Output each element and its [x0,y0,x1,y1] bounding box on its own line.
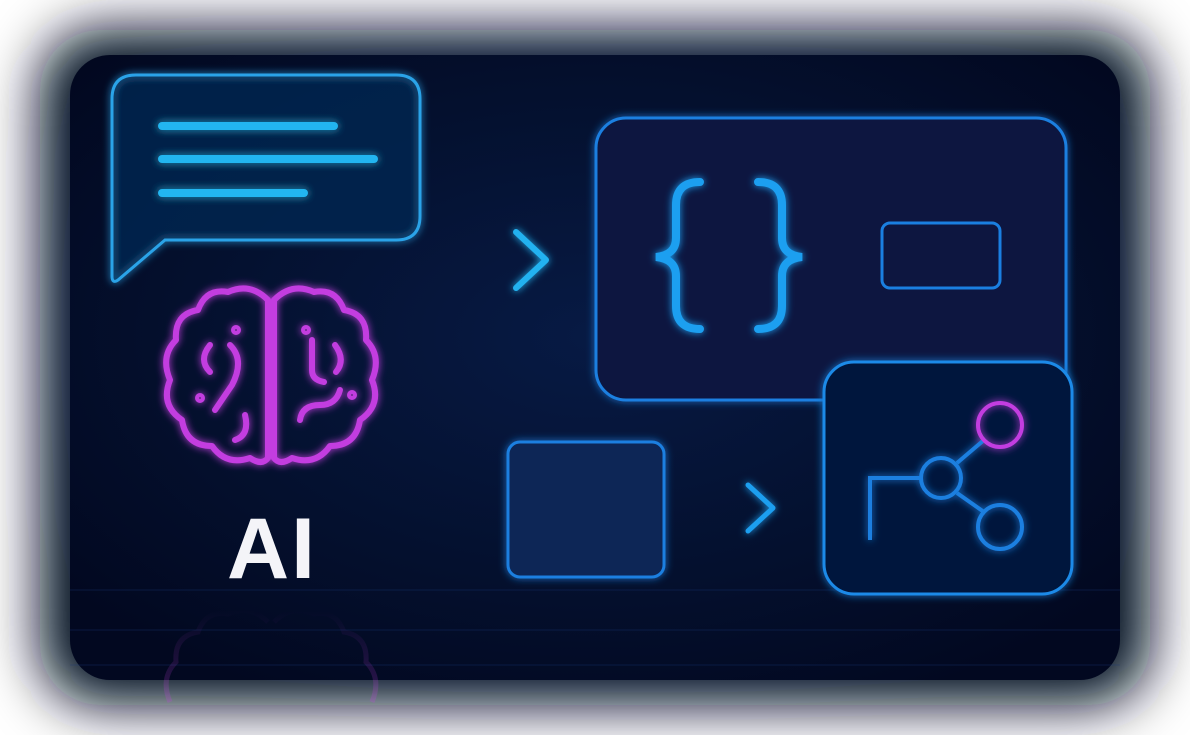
square-icon [506,440,666,579]
arrow-right-icon-2 [692,482,776,534]
brain-icon [163,285,379,465]
node-graph-icon [868,401,1024,551]
brain-reflection [163,607,379,703]
arrow-right-icon [422,229,549,291]
code-braces-icon [655,178,803,333]
rectangle-icon [880,221,1002,290]
chat-bubble-icon [110,73,422,283]
ai-label: AI [227,501,317,597]
graph-panel [822,360,1074,596]
